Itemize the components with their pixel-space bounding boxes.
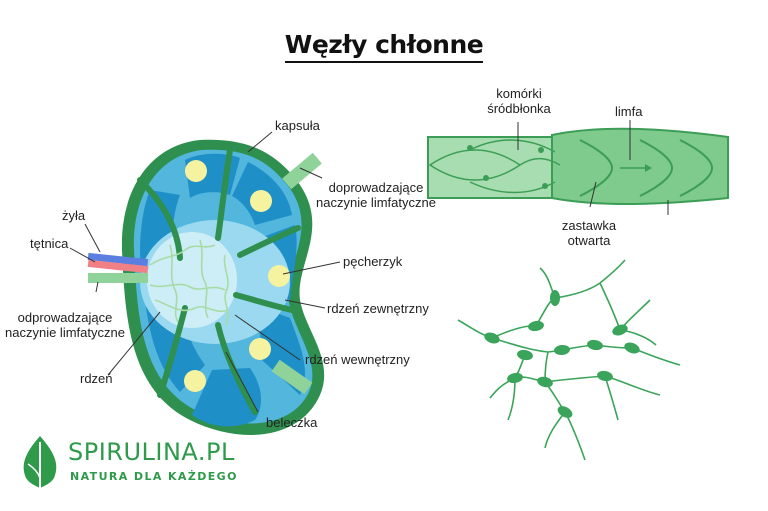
follicle [184,370,206,392]
label-odprowadzajace: odprowadzające naczynie limfatyczne [0,310,130,340]
label-pecherzyk: pęcherzyk [343,254,403,269]
label-doprowadzajace-line2: naczynie limfatyczne [316,195,436,210]
lymph-node [87,139,325,435]
endothelial-nucleus [483,175,489,181]
label-odprowadzajace-line1: odprowadzające [17,310,113,325]
trabecula [237,225,301,258]
trabecula [137,177,183,261]
network-cell [557,406,573,418]
label-komorki-line1: komórki [496,86,542,101]
network-cell [612,324,628,336]
afferent-lymph-vessel [282,152,322,190]
efferent-lymph-vessel [88,273,148,283]
logo-tagline: NATURA DLA KAŻDEGO [70,470,238,483]
trabecula [233,292,295,313]
follicle [249,338,271,360]
label-zyla: żyła [62,208,86,223]
endothelial-nucleus [538,147,544,153]
label-rdzen: rdzeń [80,371,113,386]
lymph-vessel-diagram [427,120,729,215]
label-zastawka-line2: otwarta [567,233,611,248]
network-cell [597,370,613,382]
trabecula [215,322,258,415]
trabecula [215,147,233,241]
label-komorki: komórki śródbłonka [474,86,564,116]
logo-name: SPIRULINA.PL [68,438,235,466]
label-tetnica: tętnica [30,236,69,251]
label-beleczka: beleczka [266,415,318,430]
lobule [192,368,262,427]
network-cell [517,349,533,361]
label-rdzen-wewnetrzny: rdzeń wewnętrzny [305,352,410,367]
title-text: Węzły chłonne [284,30,484,63]
trabeculae [137,147,301,415]
label-limfa: limfa [615,104,643,119]
vessel-wall-right [551,127,729,205]
label-zastawka: zastawka otwarta [544,218,634,248]
label-zastawka-line1: zastawka [561,218,617,233]
network-cell [528,320,544,332]
follicle [185,160,207,182]
follicle [250,190,272,212]
network-cell [624,342,640,354]
network-cell [550,290,560,306]
cell-network [457,259,681,461]
endothelial-nucleus [467,145,473,151]
medullary-cords [149,239,229,326]
vessel-leaders [517,120,669,215]
network-cell [554,344,570,356]
label-komorki-line2: śródbłonka [487,101,551,116]
artery-vessel [87,259,149,274]
follicle [268,265,290,287]
trabecula [157,305,188,398]
endothelial-nucleus [542,183,548,189]
vein-vessel [87,252,149,267]
network-cell [507,372,523,384]
leaf-icon [23,436,57,488]
network-cell [587,339,603,351]
label-rdzen-zewnetrzny: rdzeń zewnętrzny [327,301,429,316]
label-doprowadzajace: doprowadzające naczynie limfatyczne [302,180,450,210]
label-doprowadzajace-line1: doprowadzające [328,180,424,195]
label-kapsula: kapsuła [275,118,320,133]
network-cell [537,376,553,388]
valve [579,139,714,197]
afferent-lymph-vessel [271,359,313,395]
leader-lines [69,131,341,413]
label-odprowadzajace-line2: naczynie limfatyczne [5,325,125,340]
lymph-flow-arrowhead [645,164,652,172]
brand-logo[interactable]: SPIRULINA.PL NATURA DLA KAŻDEGO [18,434,258,494]
network-cell [484,332,500,344]
page-title: Węzły chłonne [0,30,768,63]
